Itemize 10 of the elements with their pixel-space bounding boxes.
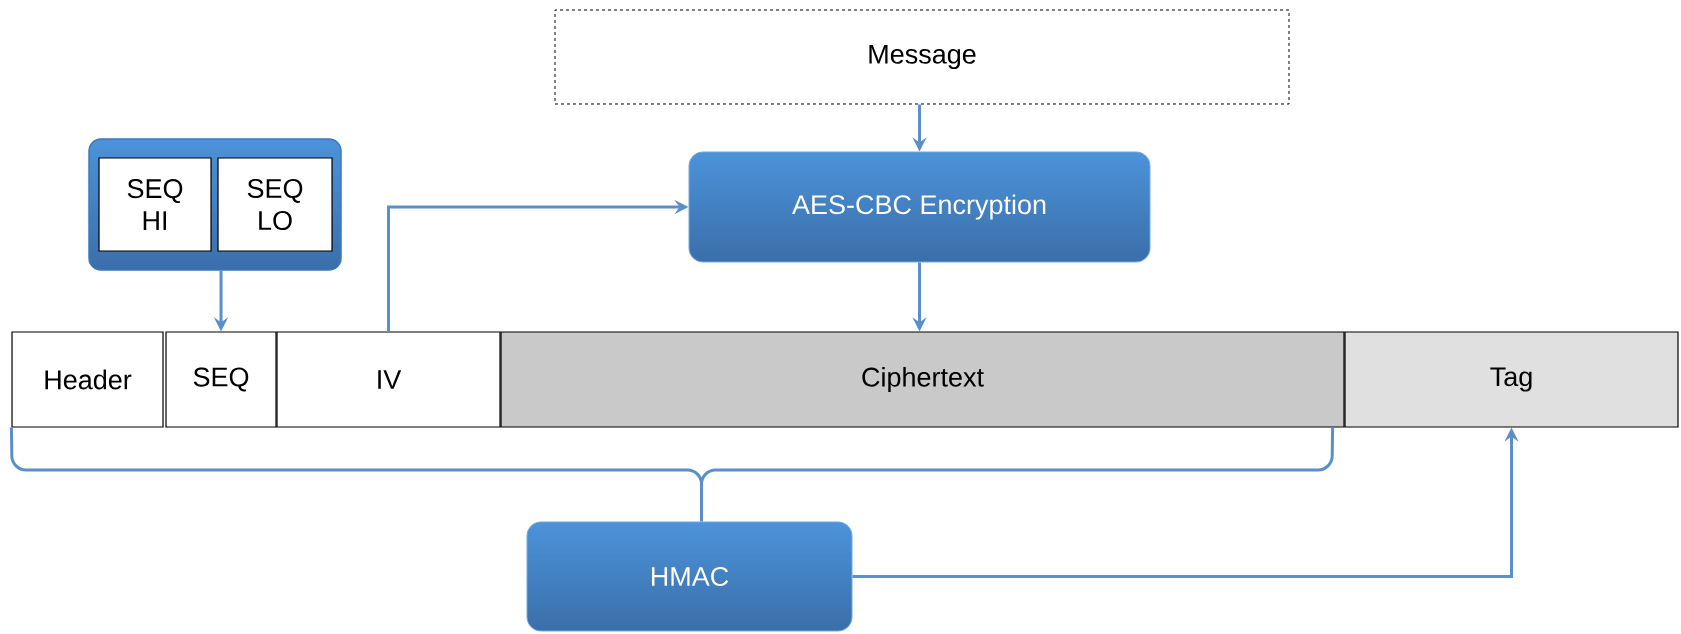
process-box: HMAC — [526, 521, 853, 632]
field-box: SEQ — [165, 331, 277, 428]
field-box: Ciphertext — [500, 331, 1345, 428]
message-box: Message — [554, 9, 1290, 105]
field-box: SEQ HI — [98, 157, 212, 252]
field-box: SEQ LO — [217, 157, 333, 252]
field-box: Tag — [1344, 331, 1679, 428]
process-box: AES-CBC Encryption — [688, 151, 1151, 263]
brace-connector — [9, 426, 1335, 523]
field-box: Header — [11, 331, 164, 428]
